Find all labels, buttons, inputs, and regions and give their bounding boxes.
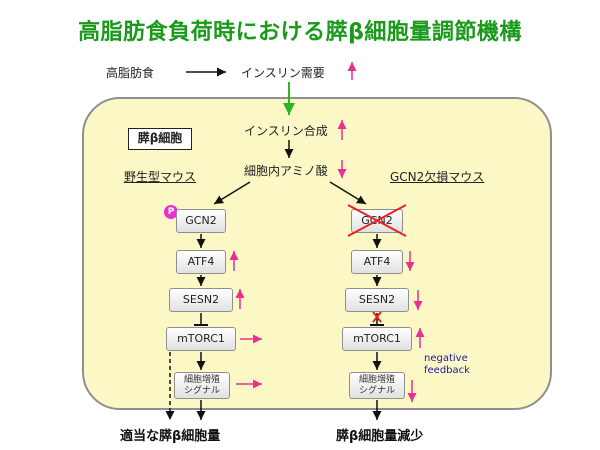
right-atf4-box: ATF4	[351, 250, 403, 274]
appropriate-beta-cell-mass-label: 適当な膵β細胞量	[120, 429, 221, 444]
negative-feedback-label: negative feedback	[424, 353, 470, 377]
diagram-title: 高脂肪食負荷時における膵β細胞量調節機構	[78, 20, 522, 45]
to-right-gcn2-arrow	[329, 181, 367, 205]
right-mtorc1-box: mTORC1	[342, 327, 412, 351]
left-gcn2-box: GCN2	[176, 209, 226, 233]
right-proliferation-signal-box: 細胞増殖 シグナル	[349, 372, 405, 399]
right-sesn2-box: SESN2	[345, 288, 409, 312]
left-signal-line2: シグナル	[183, 386, 220, 396]
left-signal-line1: 細胞増殖	[183, 375, 220, 385]
right-inhibition-cross-2	[372, 311, 382, 323]
negative-feedback-line2: feedback	[424, 365, 470, 376]
left-sesn2-box: SESN2	[169, 288, 233, 312]
wild-type-mouse-label: 野生型マウス	[124, 170, 197, 184]
phosphorylation-badge: P	[164, 205, 178, 219]
left-mtorc1-box: mTORC1	[166, 327, 236, 351]
left-atf4-box: ATF4	[176, 250, 226, 274]
negative-feedback-line1: negative	[424, 353, 468, 364]
gcn2-knockout-mouse-label: GCN2欠損マウス	[390, 170, 485, 184]
insulin-synthesis-label: インスリン合成	[244, 124, 328, 138]
intracellular-amino-acid-label: 細胞内アミノ酸	[244, 164, 328, 178]
right-signal-line2: シグナル	[358, 386, 395, 396]
to-left-gcn2-arrow	[213, 181, 251, 205]
reduced-beta-cell-mass-label: 膵β細胞量減少	[336, 429, 424, 444]
right-signal-line1: 細胞増殖	[358, 375, 395, 385]
insulin-demand-label: インスリン需要	[241, 66, 325, 80]
high-fat-diet-label: 高脂肪食	[106, 66, 155, 80]
right-gcn2-cross-2	[347, 204, 407, 237]
beta-cell-label: 膵β細胞	[128, 128, 192, 150]
left-proliferation-signal-box: 細胞増殖 シグナル	[174, 372, 230, 399]
